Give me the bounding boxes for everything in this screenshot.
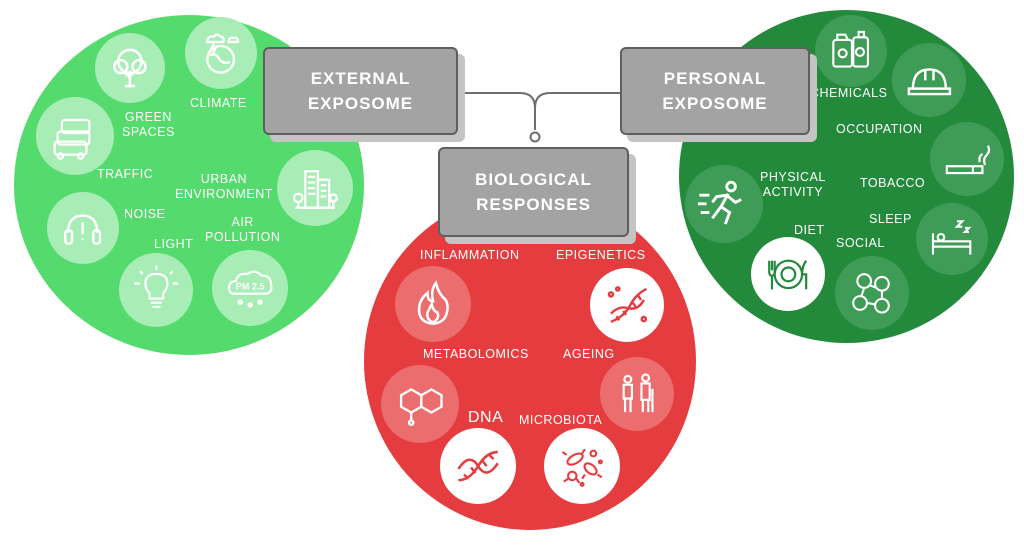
air-pollution-label: AIR POLLUTION <box>205 215 281 244</box>
tree-icon <box>95 33 165 103</box>
climate-globe-icon <box>185 17 257 89</box>
headphones-icon <box>47 192 119 264</box>
sleep-label: SLEEP <box>869 212 912 226</box>
buildings-icon <box>277 150 353 226</box>
epigenetics-label: EPIGENETICS <box>556 248 646 262</box>
climate-label: CLIMATE <box>190 96 247 110</box>
physical-activity-label: PHYSICAL ACTIVITY <box>760 170 826 199</box>
traffic-cars-icon <box>36 97 114 175</box>
epigenetics-dna-icon <box>590 268 664 342</box>
external-exposome-box: EXTERNAL EXPOSOME <box>263 47 458 135</box>
pm25-text: PM 2.5 <box>236 281 265 291</box>
green-spaces-label: GREEN SPACES <box>122 110 175 139</box>
urban-environment-label: URBAN ENVIRONMENT <box>175 172 273 201</box>
light-bulb-icon <box>119 253 193 327</box>
noise-label: NOISE <box>124 207 166 221</box>
microbiota-bacteria-icon <box>544 428 620 504</box>
external-exposome-title: EXTERNAL EXPOSOME <box>307 69 414 113</box>
chemicals-icon <box>815 15 887 87</box>
molecule-icon <box>381 365 459 443</box>
social-label: SOCIAL <box>836 236 885 250</box>
metabolomics-label: METABOLOMICS <box>423 347 529 361</box>
flame-icon <box>395 266 471 342</box>
chemicals-label: CHEMICALS <box>810 86 888 100</box>
sleep-bed-icon <box>916 203 988 275</box>
dna-helix-icon <box>440 428 516 504</box>
running-person-icon <box>685 165 763 243</box>
biological-responses-title: BIOLOGICAL RESPONSES <box>475 170 592 214</box>
hard-hat-icon <box>892 43 966 117</box>
pm25-cloud-icon: PM 2.5 <box>212 250 288 326</box>
tobacco-label: TOBACCO <box>860 176 926 190</box>
personal-exposome-box: PERSONAL EXPOSOME <box>620 47 810 135</box>
traffic-label: TRAFFIC <box>97 167 154 181</box>
cigarette-icon <box>930 122 1004 196</box>
ageing-people-icon <box>600 357 674 431</box>
light-label: LIGHT <box>154 237 194 251</box>
diet-plate-icon <box>751 237 825 311</box>
inflammation-label: INFLAMMATION <box>420 248 520 262</box>
microbiota-label: MICROBIOTA <box>519 413 603 427</box>
occupation-label: OCCUPATION <box>836 122 923 136</box>
biological-responses-box: BIOLOGICAL RESPONSES <box>438 147 629 237</box>
dna-label: DNA <box>468 409 504 426</box>
diet-label: DIET <box>794 223 825 237</box>
social-network-icon <box>835 256 909 330</box>
ageing-label: AGEING <box>563 347 615 361</box>
personal-exposome-title: PERSONAL EXPOSOME <box>662 69 768 113</box>
